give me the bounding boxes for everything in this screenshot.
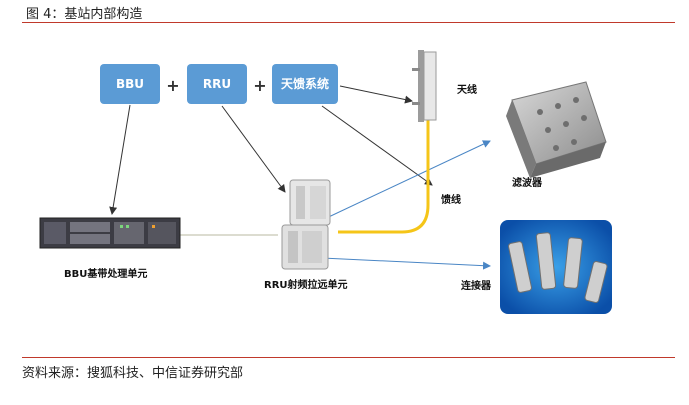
top-rule xyxy=(22,22,675,23)
arrow-feeder-system-to-feeder xyxy=(321,105,433,186)
bbu-unit-label: BBU基带处理单元 xyxy=(64,267,147,280)
source-note: 资料来源：搜狐科技、中信证券研究部 xyxy=(22,366,244,381)
arrow-bbu-to-bbu-unit xyxy=(109,104,131,215)
rru-box-label: RRU xyxy=(203,77,231,91)
feeder-system-box-label: 天馈系统 xyxy=(281,76,329,91)
antenna-image xyxy=(412,50,437,122)
bottom-rule xyxy=(22,357,675,358)
bbu-box: BBU xyxy=(100,64,160,104)
rru-box: RRU xyxy=(187,64,247,104)
plus-sign-1: + xyxy=(166,76,179,95)
rru-unit-image xyxy=(281,179,331,270)
arrow-rru-to-connector xyxy=(321,257,491,270)
antenna-label: 天线 xyxy=(457,83,477,96)
arrow-rru-to-filter xyxy=(317,140,491,223)
connector-label: 连接器 xyxy=(461,279,492,292)
filter-image xyxy=(506,81,607,178)
plus-sign-2: + xyxy=(253,76,266,95)
connector-image xyxy=(500,220,612,314)
figure-title: 图 4：基站内部构造 xyxy=(26,7,143,22)
bbu-box-label: BBU xyxy=(116,77,144,91)
feeder-label: 馈线 xyxy=(440,193,461,206)
arrow-feeder-system-to-antenna xyxy=(339,85,413,104)
feeder-cable xyxy=(338,120,430,234)
arrow-rru-to-rru-unit xyxy=(221,105,286,193)
feeder-system-box: 天馈系统 xyxy=(272,64,338,104)
filter-label: 滤波器 xyxy=(512,176,543,189)
rru-unit-label: RRU射频拉远单元 xyxy=(264,278,348,291)
bbu-unit-image xyxy=(39,217,181,249)
